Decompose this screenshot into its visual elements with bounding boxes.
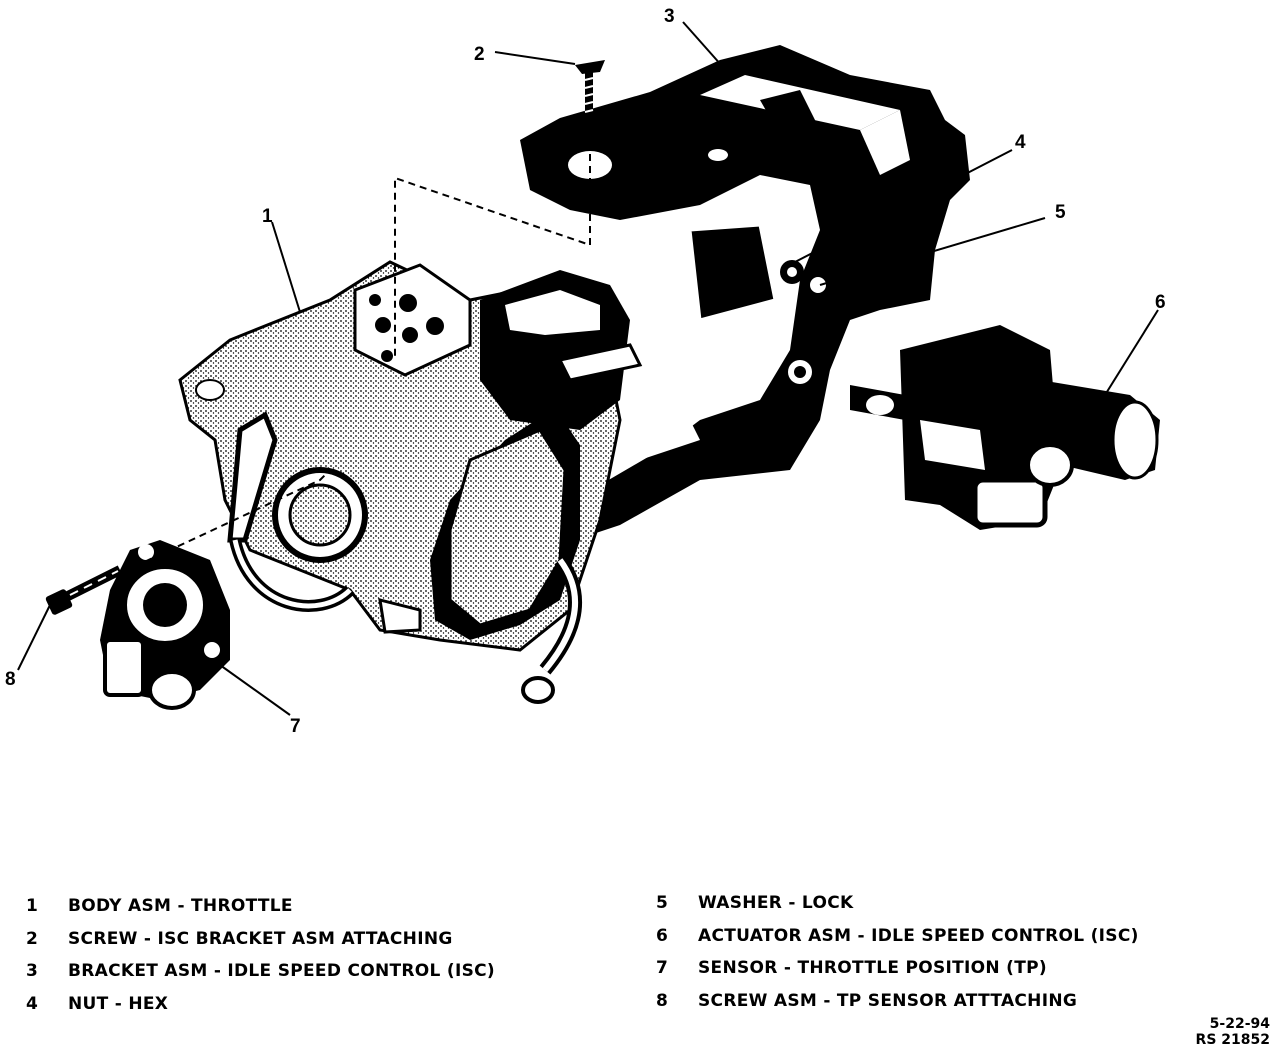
leader-6: [1104, 309, 1159, 396]
legend-item: 6 ACTUATOR ASM - IDLE SPEED CONTROL (ISC…: [656, 920, 1139, 953]
callout-2: 2: [474, 44, 485, 65]
legend-number: 2: [26, 928, 39, 949]
leader-4: [794, 149, 1013, 263]
legend-number: 4: [26, 993, 39, 1014]
callout-8: 8: [5, 669, 16, 690]
leader-1: [271, 221, 301, 313]
tp-sensor-screw: [45, 565, 123, 615]
tp-sensor: [100, 540, 230, 710]
legend-item: 8 SCREW ASM - TP SENSOR ATTTACHING: [656, 985, 1139, 1018]
legend-item: 4 NUT - HEX: [26, 988, 495, 1021]
figure-reference: 5-22-94 RS 21852: [1196, 1016, 1270, 1048]
callout-5: 5: [1055, 202, 1066, 223]
leader-lines: [17, 21, 1159, 716]
legend-number: 3: [26, 961, 39, 982]
callout-6: 6: [1155, 292, 1166, 313]
callout-3: 3: [664, 6, 675, 27]
isc-bracket: [520, 45, 970, 535]
isc-bracket-screw: [575, 60, 605, 117]
legend-text: WASHER - LOCK: [698, 893, 854, 914]
legend-number: 8: [656, 990, 669, 1011]
legend-number: 1: [26, 896, 39, 917]
legend-text: SCREW - ISC BRACKET ASM ATTACHING: [68, 928, 453, 949]
figure-id: RS 21852: [1195, 1032, 1270, 1048]
legend-column-left: 1 BODY ASM - THROTTLE 2 SCREW - ISC BRAC…: [26, 890, 495, 1020]
legend-item: 1 BODY ASM - THROTTLE: [26, 890, 495, 923]
callout-1: 1: [262, 206, 273, 227]
legend-text: SCREW ASM - TP SENSOR ATTTACHING: [698, 990, 1078, 1011]
leader-8: [17, 604, 51, 671]
legend-text: NUT - HEX: [68, 993, 169, 1014]
parts-legend: 1 BODY ASM - THROTTLE 2 SCREW - ISC BRAC…: [0, 890, 1280, 1040]
callout-labels: 1 2 3 4 5 6 7 8: [5, 6, 1166, 737]
legend-number: 5: [656, 893, 669, 914]
legend-item: 5 WASHER - LOCK: [656, 887, 1139, 920]
legend-item: 7 SENSOR - THROTTLE POSITION (TP): [656, 952, 1139, 985]
alignment-lines: [79, 118, 591, 593]
legend-text: BRACKET ASM - IDLE SPEED CONTROL (ISC): [68, 961, 495, 982]
legend-text: ACTUATOR ASM - IDLE SPEED CONTROL (ISC): [698, 925, 1139, 946]
legend-text: SENSOR - THROTTLE POSITION (TP): [698, 958, 1047, 979]
legend-number: 6: [656, 925, 669, 946]
callout-4: 4: [1015, 132, 1026, 153]
leader-2: [494, 51, 576, 65]
legend-item: 2 SCREW - ISC BRACKET ASM ATTACHING: [26, 923, 495, 956]
hex-nut-and-washer: [780, 260, 830, 297]
exploded-parts-diagram: 1 2 3 4 5 6 7 8: [5, 6, 1166, 737]
leader-7: [219, 664, 291, 716]
figure-date: 5-22-94: [1209, 1016, 1270, 1032]
isc-actuator: [850, 325, 1160, 530]
legend-number: 7: [656, 958, 669, 979]
legend-text: BODY ASM - THROTTLE: [68, 896, 293, 917]
throttle-body: [178, 260, 643, 704]
legend-column-right: 5 WASHER - LOCK 6 ACTUATOR ASM - IDLE SP…: [656, 887, 1139, 1017]
leader-3: [682, 21, 731, 76]
leader-5: [819, 217, 1046, 286]
callout-7: 7: [290, 716, 301, 737]
legend-item: 3 BRACKET ASM - IDLE SPEED CONTROL (ISC): [26, 955, 495, 988]
